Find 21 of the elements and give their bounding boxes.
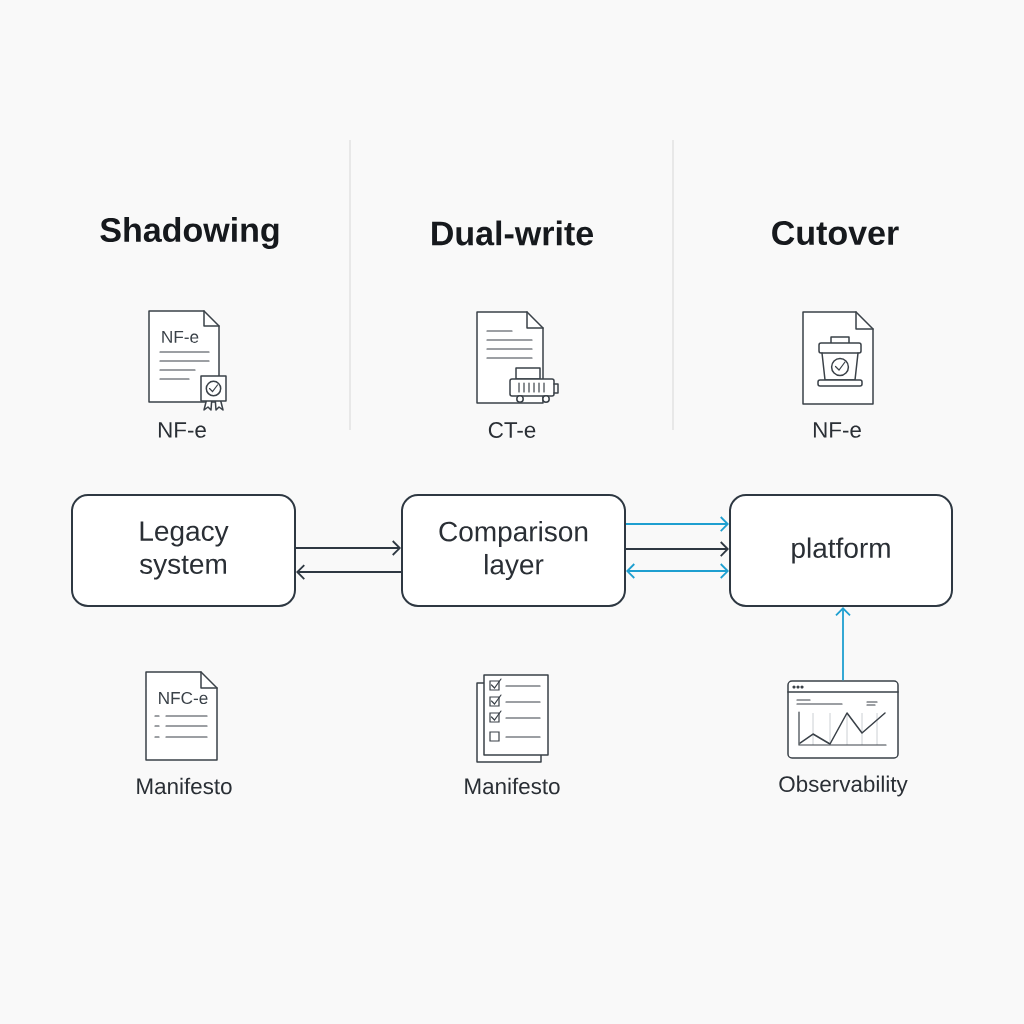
process-box: platform [729, 494, 953, 607]
column-heading: Shadowing [100, 217, 279, 249]
arrow [835, 607, 851, 682]
icon-caption: NF-e [813, 422, 861, 438]
arrow [625, 541, 729, 557]
process-box: Comparison layer [401, 494, 626, 607]
arrow [296, 564, 402, 580]
document-label: NFC-e [159, 691, 208, 705]
process-box: Legacy system [71, 494, 296, 607]
document-label: NF-e [162, 331, 199, 343]
double-arrow [626, 563, 729, 579]
chart-window-icon [787, 680, 899, 759]
column-heading: Dual-write [432, 220, 594, 246]
arrow [295, 540, 401, 556]
icon-caption: Observability [779, 775, 908, 797]
arrow [625, 516, 729, 532]
icon-caption: CT-e [488, 422, 536, 438]
column-heading: Cutover [772, 220, 899, 246]
icon-caption: Manifesto [137, 777, 232, 795]
icon-caption: NF-e [158, 422, 206, 438]
icon-caption: Manifesto [465, 777, 560, 795]
